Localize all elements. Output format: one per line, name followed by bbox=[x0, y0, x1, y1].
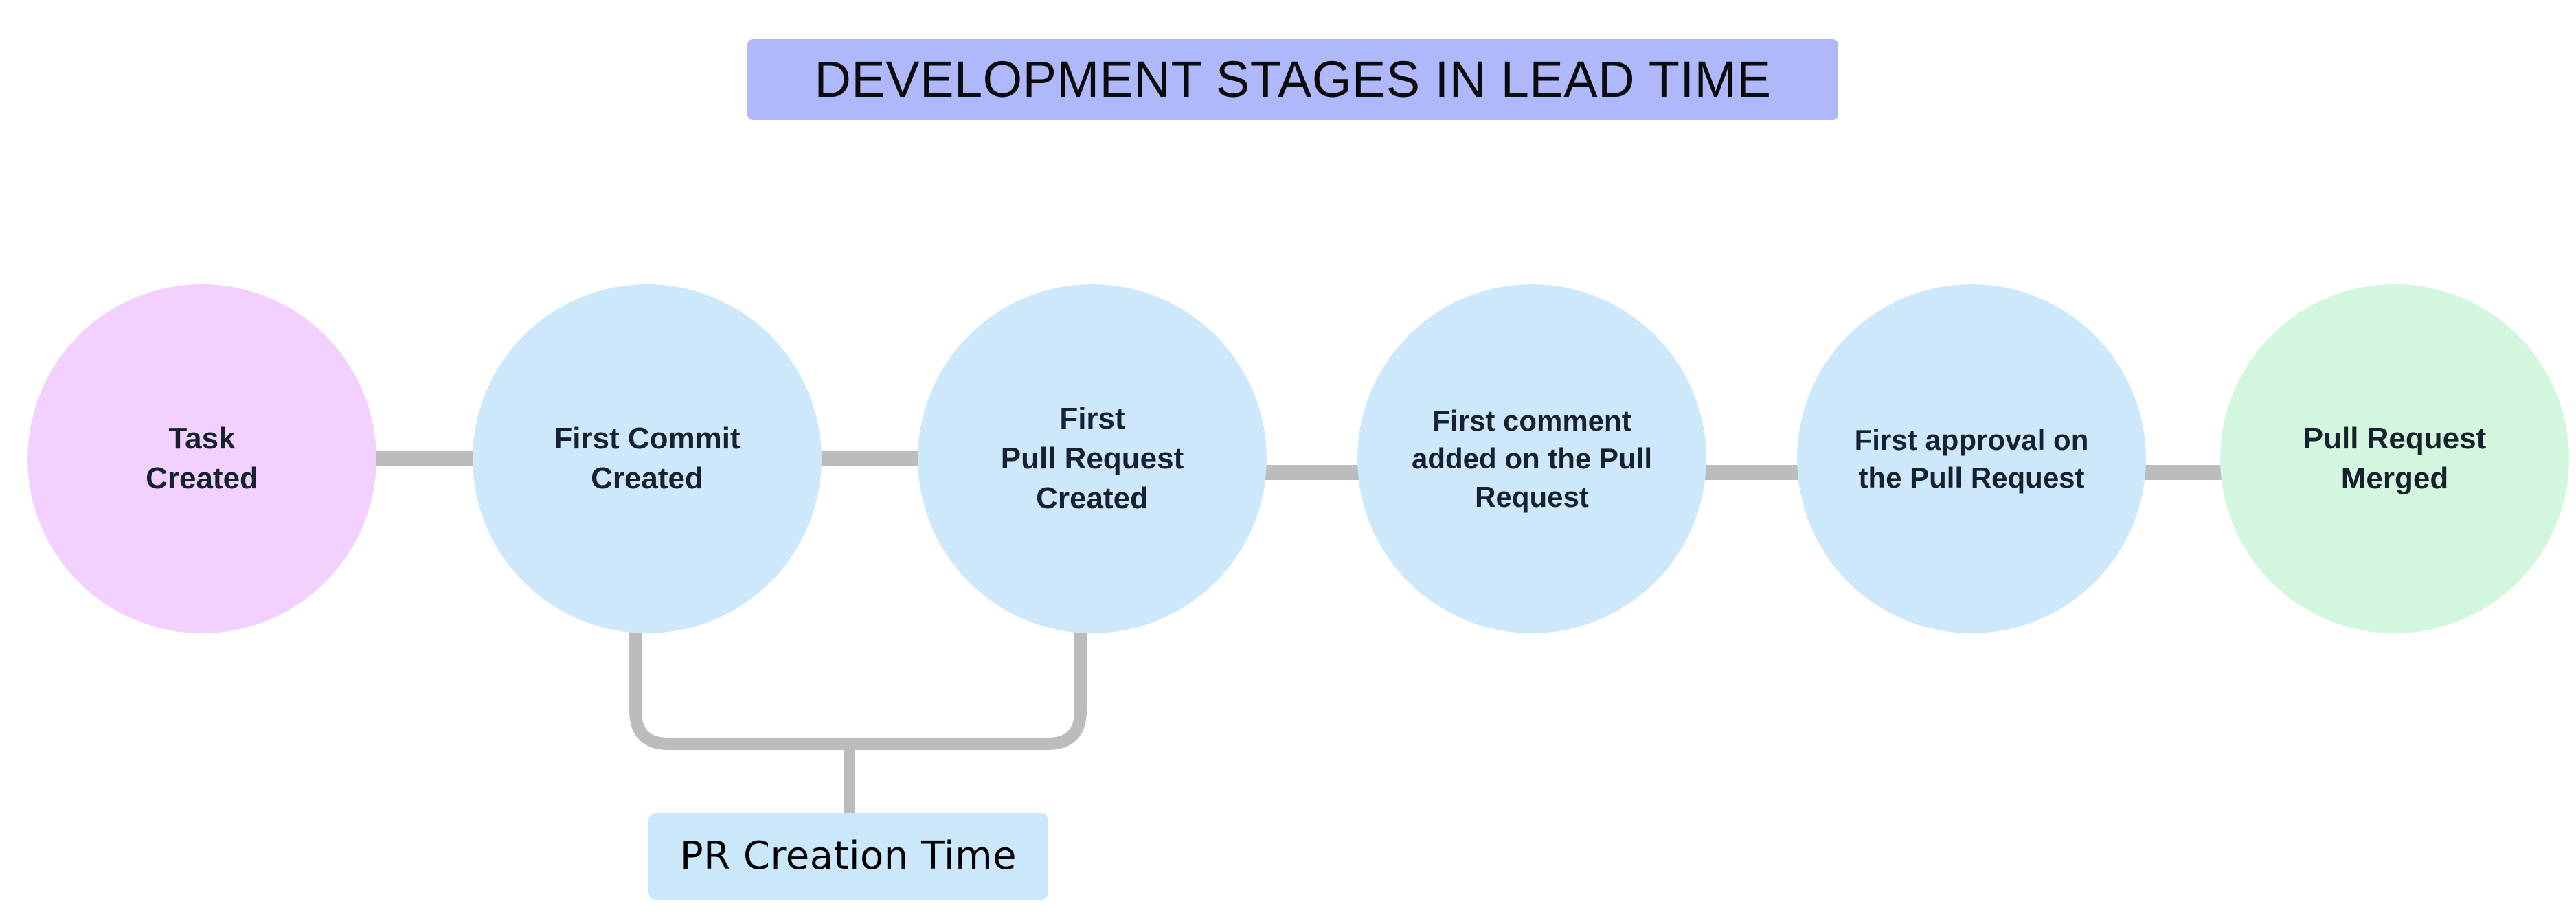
stage-node-label: First Pull Request Created bbox=[1000, 401, 1184, 516]
page-title: DEVELOPMENT STAGES IN LEAD TIME bbox=[747, 39, 1838, 120]
page-title-text: DEVELOPMENT STAGES IN LEAD TIME bbox=[814, 51, 1772, 108]
stage-node-first-comment-on-pr[interactable]: First comment added on the Pull Request bbox=[1357, 284, 1706, 633]
stage-node-label: First Commit Created bbox=[554, 421, 741, 495]
stage-node-task-created[interactable]: Task Created bbox=[27, 284, 376, 633]
stage-node-first-approval-on-pr[interactable]: First approval on the Pull Request bbox=[1797, 284, 2146, 633]
stage-node-label: Pull Request Merged bbox=[2303, 421, 2487, 495]
stage-node-pull-request-merged[interactable]: Pull Request Merged bbox=[2220, 284, 2569, 633]
stage-node-first-commit-created[interactable]: First Commit Created bbox=[473, 284, 822, 633]
stage-node-first-pr-created[interactable]: First Pull Request Created bbox=[918, 284, 1267, 633]
annotation-label-text: PR Creation Time bbox=[679, 834, 1017, 878]
annotation-label-pr-creation-time[interactable]: PR Creation Time bbox=[648, 813, 1048, 900]
annotation-bracket bbox=[629, 632, 1087, 750]
stage-node-label: First comment added on the Pull Request bbox=[1411, 404, 1652, 513]
stage-node-label: Task Created bbox=[146, 421, 258, 495]
stage-node-label: First approval on the Pull Request bbox=[1854, 423, 2089, 494]
